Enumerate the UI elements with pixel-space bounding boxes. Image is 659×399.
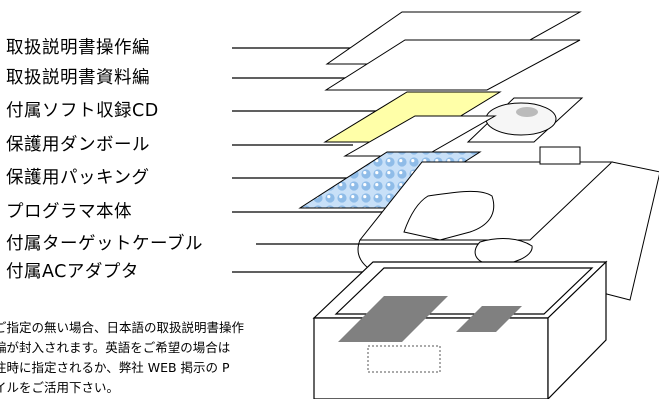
label-manual-operation: 取扱説明書操作編 (6, 38, 150, 58)
language-note: ご指定の無い場合、日本語の取扱説明書操作 編が封入されます。英語をご希望の場合は… (0, 318, 324, 399)
note-line: 注時に指定されるか、弊社 WEB 掲示の P (0, 360, 230, 375)
label-protective-packing: 保護用パッキング (6, 168, 150, 188)
note-line: イルをご活用下さい。 (0, 380, 120, 395)
label-ac-adapter: 付属ACアダプタ (6, 262, 139, 282)
note-line: 編が封入されます。英語をご希望の場合は (0, 340, 231, 355)
programmer-body (403, 190, 495, 241)
label-protective-cardboard: 保護用ダンボール (6, 135, 150, 155)
box-base (312, 260, 608, 399)
target-cable (474, 238, 533, 265)
label-manual-reference: 取扱説明書資料編 (6, 68, 150, 88)
note-line: ご指定の無い場合、日本語の取扱説明書操作 (0, 320, 245, 335)
leader-lines (232, 47, 478, 273)
label-software-cd: 付属ソフト収録CD (6, 101, 159, 121)
software-cd (466, 97, 584, 143)
label-programmer-body: プログラマ本体 (6, 202, 132, 222)
label-target-cable: 付属ターゲットケーブル (6, 234, 203, 254)
manual-reference-sheet (324, 39, 581, 91)
